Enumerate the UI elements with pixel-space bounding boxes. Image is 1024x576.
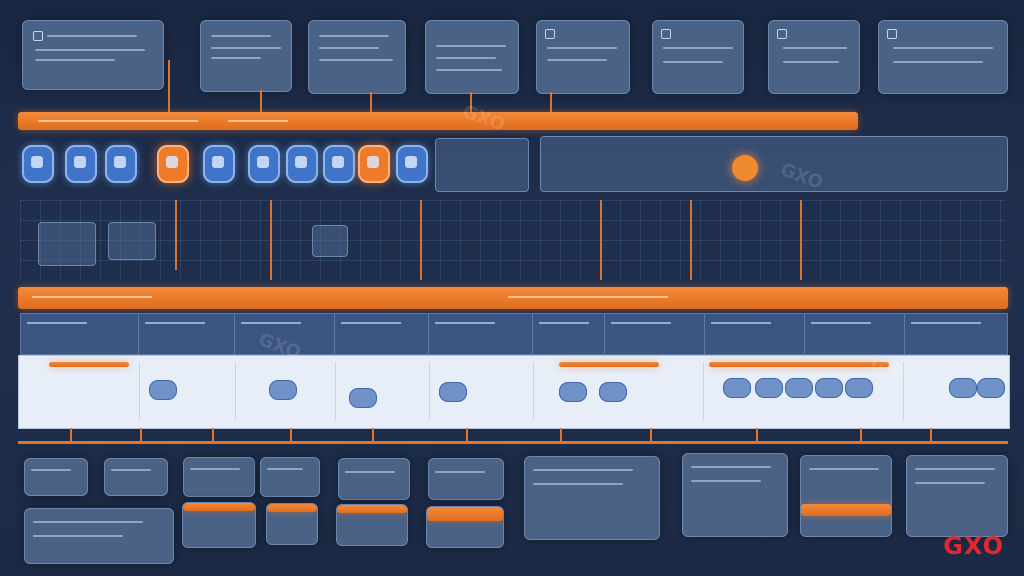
bottom-card-3[interactable] <box>183 457 255 497</box>
cube-icon[interactable] <box>105 145 137 183</box>
chip-icon[interactable] <box>396 145 428 183</box>
document-icon <box>661 29 671 39</box>
top-card-3[interactable] <box>308 20 406 94</box>
cloud-icon[interactable] <box>248 145 280 183</box>
document-icon <box>545 29 555 39</box>
bottom-card-7[interactable] <box>524 456 660 540</box>
globe-icon[interactable] <box>203 145 235 183</box>
pipeline-bar-middle <box>18 287 1008 309</box>
tab-6[interactable] <box>532 313 606 355</box>
status-panel-2 <box>540 136 1008 192</box>
status-panel-1 <box>435 138 529 192</box>
tab-10[interactable] <box>904 313 1008 355</box>
document-icon <box>777 29 787 39</box>
document-icon <box>33 31 43 41</box>
bottom-card-10[interactable] <box>906 455 1008 537</box>
top-card-1[interactable] <box>22 20 164 90</box>
bottom-card-9[interactable] <box>800 455 892 537</box>
bottom-card-6[interactable] <box>428 458 504 500</box>
tab-1[interactable] <box>20 313 140 355</box>
section-tabs <box>20 313 1008 355</box>
box-icon[interactable] <box>323 145 355 183</box>
watermark: GXO <box>459 101 508 136</box>
preview-panel-2 <box>108 222 156 260</box>
timeline-rail <box>18 441 1008 444</box>
connection-grid <box>20 200 1005 280</box>
alert-badge <box>732 155 758 181</box>
preview-panel-3 <box>312 225 348 257</box>
process-strip <box>18 355 1010 429</box>
tab-7[interactable] <box>604 313 706 355</box>
document-icon[interactable] <box>358 145 390 183</box>
bottom-card-4[interactable] <box>260 457 320 497</box>
document-icon <box>887 29 897 39</box>
bottom-card-2[interactable] <box>104 458 168 496</box>
bottom-card-5[interactable] <box>338 458 410 500</box>
tab-5[interactable] <box>428 313 534 355</box>
bottom-card-14[interactable] <box>336 504 408 546</box>
preview-panel-1 <box>38 222 96 266</box>
tab-9[interactable] <box>804 313 906 355</box>
bottom-card-12[interactable] <box>182 502 256 548</box>
top-card-7[interactable] <box>768 20 860 94</box>
top-card-5[interactable] <box>536 20 630 94</box>
bottom-card-11[interactable] <box>24 508 174 564</box>
tab-2[interactable] <box>138 313 236 355</box>
pipeline-bar-top <box>18 112 858 130</box>
database-icon[interactable] <box>22 145 54 183</box>
bottom-card-15[interactable] <box>426 506 504 548</box>
tab-3[interactable] <box>234 313 336 355</box>
tab-4[interactable] <box>334 313 430 355</box>
brand-logo: GXO <box>943 532 1004 560</box>
gear-icon[interactable] <box>286 145 318 183</box>
bottom-card-8[interactable] <box>682 453 788 537</box>
server-icon[interactable] <box>157 145 189 183</box>
bottom-card-13[interactable] <box>266 503 318 545</box>
top-card-2[interactable] <box>200 20 292 92</box>
chip-icon[interactable] <box>65 145 97 183</box>
bottom-card-1[interactable] <box>24 458 88 496</box>
top-card-4[interactable] <box>425 20 519 94</box>
top-card-8[interactable] <box>878 20 1008 94</box>
tab-8[interactable] <box>704 313 806 355</box>
top-card-6[interactable] <box>652 20 744 94</box>
